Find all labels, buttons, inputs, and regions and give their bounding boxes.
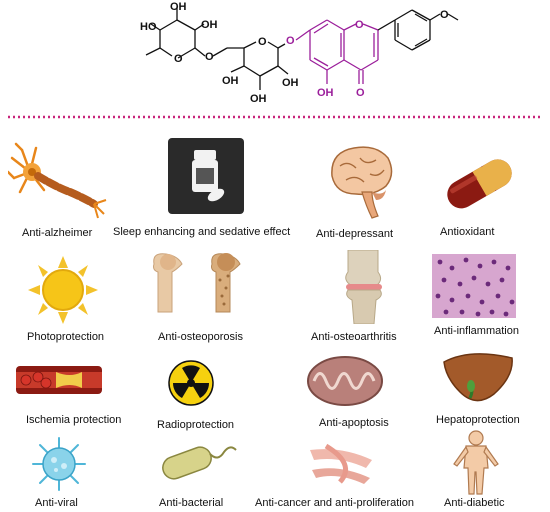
label-ischemia: Ischemia protection <box>26 414 122 426</box>
label-photoprotection: Photoprotection <box>27 331 105 343</box>
label-o-link2: O <box>286 35 295 47</box>
neuron-icon <box>8 142 107 219</box>
mitochondrion-icon <box>307 356 383 406</box>
label-oh-top: OH <box>170 1 187 13</box>
label-anti-depressant: Anti-depressant <box>316 228 394 240</box>
bone-icon <box>153 253 241 313</box>
label-anti-inflammation: Anti-inflammation <box>434 325 519 337</box>
dotted-divider <box>8 115 542 119</box>
label-antioxidant: Antioxidant <box>440 226 495 238</box>
sun-icon <box>28 256 98 324</box>
label-anti-bacterial: Anti-bacterial <box>159 497 224 509</box>
chemical-structure: HO OH OH OH OH OH O O O O O O O OH <box>140 1 459 105</box>
label-radioprotection: Radioprotection <box>157 419 235 431</box>
label-anti-osteoarthritis: Anti-osteoarthritis <box>311 331 397 343</box>
label-ho: HO <box>140 21 157 33</box>
rhamnose-ring <box>145 8 206 59</box>
label-sleep: Sleep enhancing and sedative effect <box>113 226 291 238</box>
tissue-histology-icon <box>432 254 516 318</box>
glucose-ring <box>212 41 289 90</box>
label-oh-g1: OH <box>222 75 239 87</box>
label-anti-alzheimer: Anti-alzheimer <box>22 227 93 239</box>
label-hepatoprotection: Hepatoprotection <box>436 414 520 426</box>
radiation-icon <box>168 360 214 406</box>
label-o-methoxy: O <box>440 9 449 21</box>
label-o-ring1: O <box>174 53 183 65</box>
bacterium-icon <box>162 446 237 480</box>
human-body-icon <box>453 430 499 495</box>
label-anti-cancer: Anti-cancer and anti-proliferation <box>255 497 414 509</box>
virus-icon <box>32 437 86 491</box>
liver-icon <box>443 353 513 402</box>
label-anti-osteoporosis: Anti-osteoporosis <box>158 331 243 343</box>
label-oh-5: OH <box>317 87 334 99</box>
label-oh-right: OH <box>201 19 218 31</box>
label-oh-g2: OH <box>250 93 267 105</box>
brain-icon <box>331 146 393 219</box>
blood-vessel-icon <box>16 366 102 394</box>
label-o-ring2: O <box>258 36 267 48</box>
label-o-link1: O <box>205 51 214 63</box>
ribbon-icon <box>310 443 372 484</box>
label-anti-diabetic: Anti-diabetic <box>444 497 505 509</box>
label-oh-g3: OH <box>282 77 299 89</box>
label-anti-viral: Anti-viral <box>35 497 78 509</box>
label-anti-apoptosis: Anti-apoptosis <box>319 417 389 429</box>
label-o-pyran: O <box>355 19 364 31</box>
pill-bottle-icon <box>168 138 244 214</box>
methoxyphenyl-ring <box>377 9 459 51</box>
label-o-carbonyl: O <box>356 87 365 99</box>
capsule-icon <box>447 159 512 209</box>
knee-joint-icon <box>345 250 382 324</box>
flavone-core <box>295 19 379 84</box>
